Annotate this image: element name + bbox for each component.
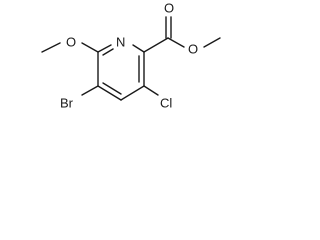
bond-c4-c5-inner [102,82,122,95]
bond-ester-o-ch3 [203,37,221,48]
bond-c3-c4 [120,85,145,101]
atom-cl-label: Cl [160,95,172,110]
chemical-structure: N O O O Br Cl [41,0,221,110]
atom-o-ester-label: O [188,41,198,56]
bond-c4-c5 [97,85,122,101]
methoxy-group [41,42,99,53]
bond-o-ch3 [41,42,61,53]
atom-o-methoxy-label: O [66,34,76,49]
pyridine-ring [97,44,145,101]
bond-c6-n1-inner [102,48,114,56]
bond-carbonyl-ester-o [167,37,185,48]
bond-c6-o [81,42,99,53]
atom-br-label: Br [60,95,74,110]
bond-c3-cl [143,85,159,96]
atom-n-label: N [116,34,125,49]
bond-c6-n1 [97,44,112,53]
bond-c2-carbonyl [143,37,169,53]
atom-o-carbonyl-label: O [164,0,174,15]
bond-n1-c2 [132,44,145,53]
ester-group [143,16,221,53]
bond-c5-br [81,85,99,96]
